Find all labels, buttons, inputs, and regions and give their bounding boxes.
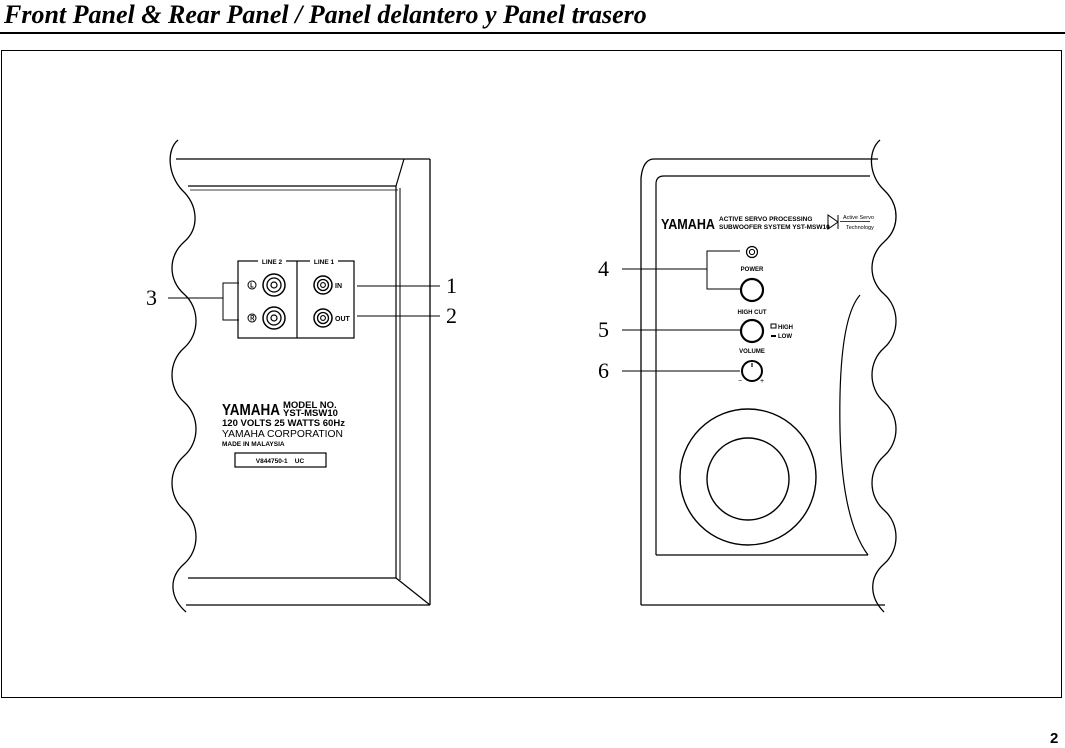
front-brand-logo: YAMAHA (661, 216, 715, 233)
volume-label: VOLUME (739, 349, 765, 355)
svg-text:+: + (760, 378, 764, 385)
callout-3: 3 (146, 285, 157, 310)
origin-label: MADE IN MALAYSIA (222, 441, 285, 448)
line1-in-jack (313, 275, 333, 295)
callout-1: 1 (446, 273, 457, 298)
serial-number: V844750-1 UC (256, 458, 305, 465)
callout-2: 2 (446, 303, 457, 328)
rear-brand-logo: YAMAHA (222, 402, 280, 419)
input-jack-panel (237, 260, 355, 339)
active-servo-logo: Active Servo Technology (827, 214, 874, 231)
out-label: OUT (335, 316, 351, 323)
page-title: Front Panel & Rear Panel / Panel delante… (4, 0, 647, 29)
front-subtitle-line2: SUBWOOFER SYSTEM YST-MSW10 (719, 224, 830, 231)
line1-label: LINE 1 (314, 259, 335, 266)
model-heading: MODEL NO. (283, 400, 337, 411)
line2-right-jack (262, 306, 286, 330)
svg-text:−: − (738, 378, 742, 385)
power-label: POWER (741, 267, 764, 273)
power-rating: 120 VOLTS 25 WATTS 60Hz (222, 418, 346, 428)
r-channel-icon (247, 313, 257, 323)
model-number: YST-MSW10 (283, 408, 338, 419)
front-subtitle-line1: ACTIVE SERVO PROCESSING (719, 216, 812, 223)
in-label: IN (335, 283, 342, 290)
high-label: HIGH (778, 325, 793, 331)
highcut-button (739, 318, 765, 344)
line2-left-jack (262, 273, 286, 297)
highcut-label: HIGH CUT (738, 310, 767, 316)
corporation-name: YAMAHA CORPORATION (222, 429, 343, 440)
line2-label: LINE 2 (262, 259, 283, 266)
low-indicator-icon (771, 335, 776, 337)
front-panel: YAMAHA ACTIVE SERVO PROCESSING SUBWOOFER… (640, 139, 897, 613)
power-button (739, 277, 765, 303)
power-indicator-icon (745, 245, 759, 259)
low-label: LOW (778, 334, 792, 340)
figure-frame (1, 50, 1062, 698)
front-panel-wavy-edge (870, 139, 897, 613)
callout-6: 6 (598, 358, 609, 383)
high-indicator-icon (770, 323, 777, 329)
callout-4: 4 (598, 256, 609, 281)
rear-panel: LINE 2 LINE 1 (169, 139, 431, 613)
technology-text: Technology (846, 225, 874, 231)
active-servo-text: Active Servo (843, 215, 874, 221)
rear-callouts: 1 2 3 (146, 273, 457, 328)
title-rule (0, 32, 1065, 34)
l-channel-icon (247, 280, 257, 290)
front-callouts: 4 5 6 (598, 250, 740, 383)
callout-5: 5 (598, 317, 609, 342)
volume-knob: − + (738, 360, 764, 385)
serial-label-box (234, 452, 327, 468)
page-number: 2 (1050, 730, 1059, 747)
bass-port (679, 408, 817, 546)
rear-panel-wavy-edge (169, 139, 197, 613)
line1-out-jack (313, 308, 333, 328)
